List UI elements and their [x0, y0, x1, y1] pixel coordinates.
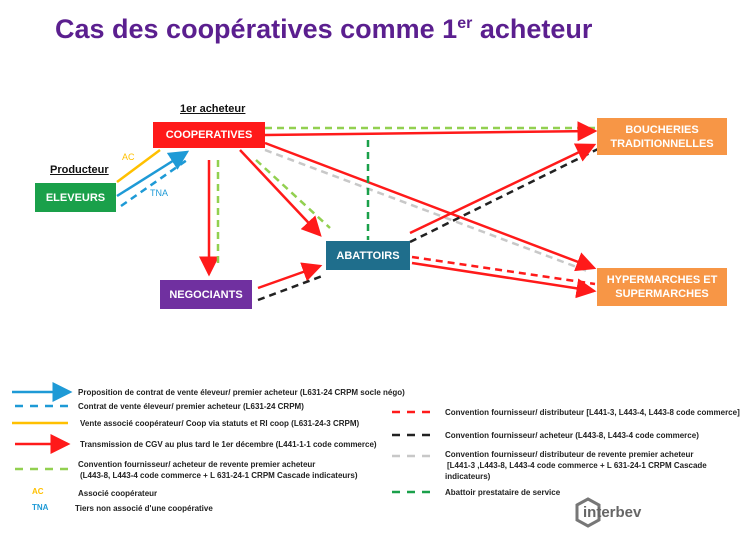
legend-item: Convention fournisseur/ distributeur [L4… — [445, 408, 740, 417]
legend-item: Convention fournisseur/ acheteur de reve… — [78, 460, 316, 469]
legend-item: Transmission de CGV au plus tard le 1er … — [80, 440, 377, 449]
page-title: Cas des coopératives comme 1er acheteur — [55, 14, 593, 44]
ac-line — [116, 148, 161, 184]
legend-item: Vente associé coopérateur/ Coop via stat… — [80, 419, 360, 428]
legend-item: Associé coopérateur — [78, 489, 158, 498]
node-negociants: NEGOCIANTS — [160, 280, 252, 309]
node-boucheries: BOUCHERIES TRADITIONNELLES — [597, 118, 727, 155]
blue-contract-dashed — [120, 158, 188, 208]
legend-item: Proposition de contrat de vente éleveur/… — [78, 388, 405, 397]
node-hypermarches: HYPERMARCHES ET SUPERMARCHES — [597, 268, 727, 306]
legend-item: [L441-3 ,L443-8, L443-4 code commerce + … — [447, 461, 707, 470]
node-eleveurs: ELEVEURS — [35, 183, 116, 212]
legend-tna: TNA — [32, 503, 49, 512]
node-abattoirs: ABATTOIRS — [326, 241, 410, 270]
interbev-logo: interbev — [583, 504, 642, 521]
legend-item: Abattoir prestataire de service — [445, 488, 561, 497]
first-buyer-label: 1er acheteur — [180, 103, 246, 115]
node-cooperatives: COOPERATIVES — [153, 122, 265, 148]
legend-item: Convention fournisseur/ acheteur (L443-8… — [445, 431, 699, 440]
blue-proposition-arrow — [116, 150, 190, 198]
ac-label: AC — [122, 152, 135, 162]
tna-label: TNA — [150, 188, 168, 198]
legend-item: (L443-8, L443-4 code commerce + L 631-24… — [80, 471, 358, 480]
legend-item: Convention fournisseur/ distributeur de … — [445, 450, 694, 459]
legend-item: indicateurs) — [445, 472, 491, 481]
producer-label: Producteur — [50, 164, 109, 176]
legend-ac: AC — [32, 487, 44, 496]
legend-item: Contrat de vente éleveur/ premier achete… — [78, 402, 304, 411]
interbev-logo-icon — [575, 497, 601, 528]
legend-item: Tiers non associé d'une coopérative — [75, 504, 213, 513]
